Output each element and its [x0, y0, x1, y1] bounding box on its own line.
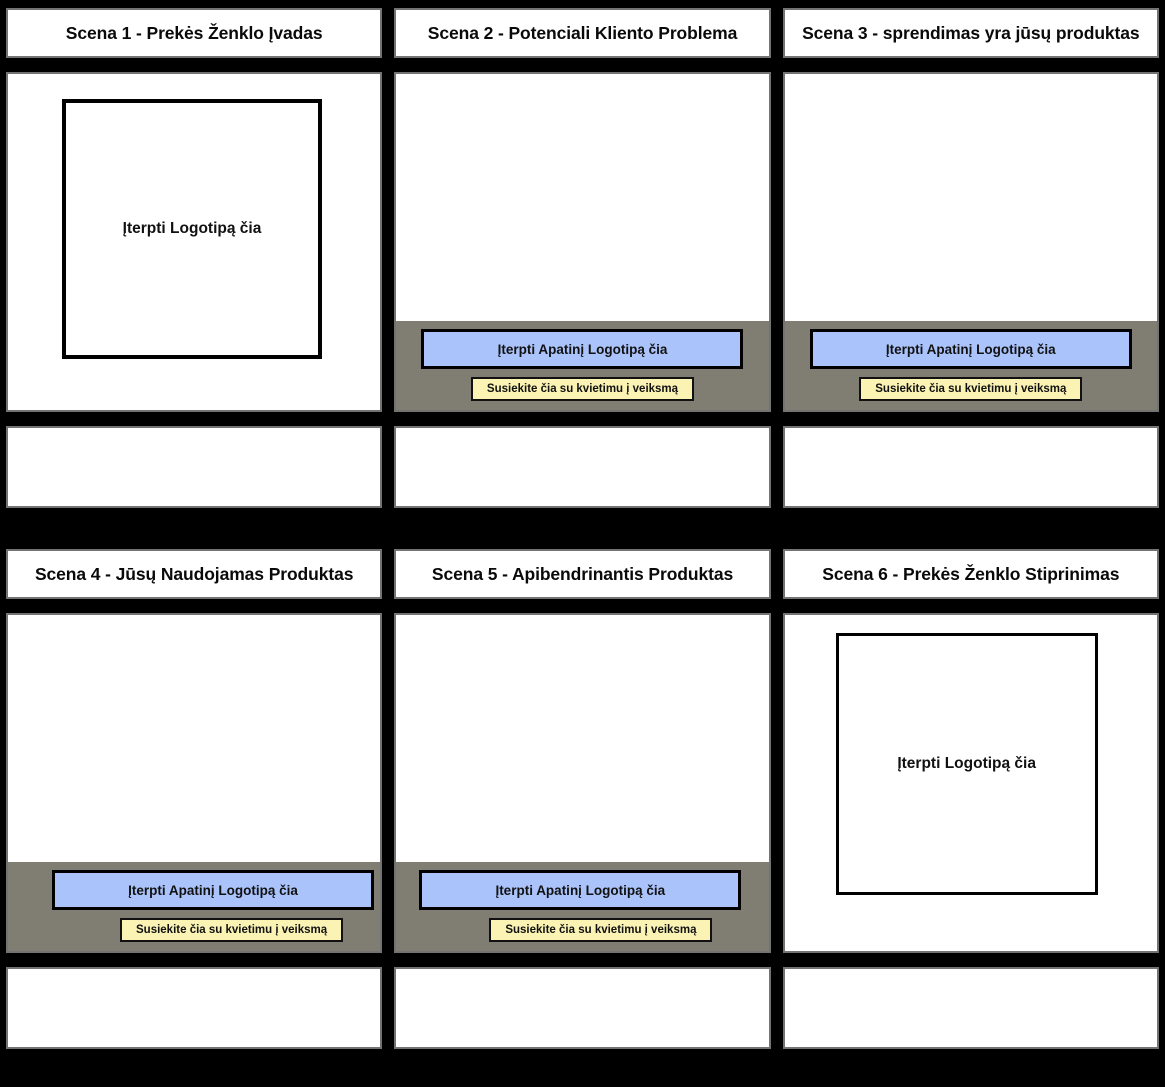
cta-button-label-2: Susiekite čia su kvietimu į veiksmą [486, 383, 679, 395]
scene-caption-cell-2[interactable] [394, 426, 771, 508]
cta-button-2[interactable]: Susiekite čia su kvietimu į veiksmą [470, 377, 695, 401]
title-row-bottom: Scena 4 - Jūsų Naudojamas Produktas Scen… [0, 549, 1165, 599]
scene-caption-cell-6[interactable] [782, 967, 1159, 1049]
scene-title-cell-6[interactable]: Scena 6 - Prekės Ženklo Stiprinimas [782, 549, 1159, 599]
scene-row-bottom: Įterpti Apatinį Logotipą čia Susiekite č… [0, 613, 1165, 953]
scene-title-5: Scena 5 - Apibendrinantis Produktas [431, 563, 734, 584]
bottom-logo-placeholder-label-5: Įterpti Apatinį Logotipą čia [495, 882, 666, 898]
scene-title-1: Scena 1 - Prekės Ženklo Įvadas [65, 22, 323, 43]
bottom-logo-placeholder-box-3[interactable]: Įterpti Apatinį Logotipą čia [809, 329, 1132, 369]
row-gap [0, 599, 1165, 613]
scene-title-3: Scena 3 - sprendimas yra jūsų produktas [802, 22, 1140, 43]
logo-placeholder-label-1: Įterpti Logotipą čia [122, 220, 262, 237]
scene-title-cell-4[interactable]: Scena 4 - Jūsų Naudojamas Produktas [6, 549, 383, 599]
bottom-logo-placeholder-box-2[interactable]: Įterpti Apatinį Logotipą čia [421, 329, 744, 369]
bottom-banner-4: Įterpti Apatinį Logotipą čia Susiekite č… [8, 862, 381, 951]
scene-caption-cell-3[interactable] [782, 426, 1159, 508]
logo-placeholder-box-6[interactable]: Įterpti Logotipą čia [835, 633, 1098, 895]
logo-placeholder-box-1[interactable]: Įterpti Logotipą čia [62, 99, 322, 359]
storyboard-section-top: Scena 1 - Prekės Ženklo Įvadas Scena 2 -… [0, 8, 1165, 508]
cta-button-3[interactable]: Susiekite čia su kvietimu į veiksmą [859, 377, 1083, 401]
scene-panel-6[interactable]: Įterpti Logotipą čia [782, 613, 1159, 953]
scene-title-cell-5[interactable]: Scena 5 - Apibendrinantis Produktas [394, 549, 771, 599]
scene-panel-2[interactable]: Įterpti Apatinį Logotipą čia Susiekite č… [394, 72, 771, 412]
cta-button-4[interactable]: Susiekite čia su kvietimu į veiksmą [120, 918, 344, 942]
logo-placeholder-label-6: Įterpti Logotipą čia [897, 755, 1036, 772]
scene-title-4: Scena 4 - Jūsų Naudojamas Produktas [34, 563, 354, 584]
bottom-logo-placeholder-box-5[interactable]: Įterpti Apatinį Logotipą čia [419, 870, 742, 910]
scene-panel-1[interactable]: Įterpti Logotipą čia [6, 72, 383, 412]
scene-row-top: Įterpti Logotipą čia Įterpti Apatinį Log… [0, 72, 1165, 412]
scene-title-6: Scena 6 - Prekės Ženklo Stiprinimas [822, 563, 1120, 584]
row-gap [0, 953, 1165, 967]
storyboard-section-bottom: Scena 4 - Jūsų Naudojamas Produktas Scen… [0, 549, 1165, 1049]
bottom-logo-placeholder-label-3: Įterpti Apatinį Logotipą čia [885, 341, 1056, 357]
bottom-logo-placeholder-box-4[interactable]: Įterpti Apatinį Logotipą čia [52, 870, 374, 910]
bottom-logo-placeholder-label-4: Įterpti Apatinį Logotipą čia [128, 882, 298, 898]
scene-panel-3[interactable]: Įterpti Apatinį Logotipą čia Susiekite č… [782, 72, 1159, 412]
scene-title-2: Scena 2 - Potenciali Kliento Problema [427, 22, 738, 43]
cta-button-label-3: Susiekite čia su kvietimu į veiksmą [875, 383, 1067, 395]
scene-panel-4[interactable]: Įterpti Apatinį Logotipą čia Susiekite č… [6, 613, 383, 953]
scene-title-cell-1[interactable]: Scena 1 - Prekės Ženklo Įvadas [6, 8, 383, 58]
title-row-top: Scena 1 - Prekės Ženklo Įvadas Scena 2 -… [0, 8, 1165, 58]
scene-caption-cell-5[interactable] [394, 967, 771, 1049]
cta-button-label-4: Susiekite čia su kvietimu į veiksmą [136, 924, 328, 936]
bottom-banner-3: Įterpti Apatinį Logotipą čia Susiekite č… [784, 321, 1157, 410]
cta-button-label-5: Susiekite čia su kvietimu į veiksmą [505, 924, 697, 936]
cta-button-5[interactable]: Susiekite čia su kvietimu į veiksmą [489, 918, 713, 942]
scene-panel-5[interactable]: Įterpti Apatinį Logotipą čia Susiekite č… [394, 613, 771, 953]
bottom-logo-placeholder-label-2: Įterpti Apatinį Logotipą čia [497, 341, 668, 357]
caption-row-top [0, 426, 1165, 508]
caption-row-bottom [0, 967, 1165, 1049]
scene-caption-cell-4[interactable] [6, 967, 383, 1049]
bottom-banner-2: Įterpti Apatinį Logotipą čia Susiekite č… [396, 321, 769, 410]
scene-title-cell-2[interactable]: Scena 2 - Potenciali Kliento Problema [394, 8, 771, 58]
row-gap [0, 412, 1165, 426]
scene-caption-cell-1[interactable] [6, 426, 383, 508]
row-gap [0, 58, 1165, 72]
scene-title-cell-3[interactable]: Scena 3 - sprendimas yra jūsų produktas [782, 8, 1159, 58]
bottom-banner-5: Įterpti Apatinį Logotipą čia Susiekite č… [396, 862, 769, 951]
